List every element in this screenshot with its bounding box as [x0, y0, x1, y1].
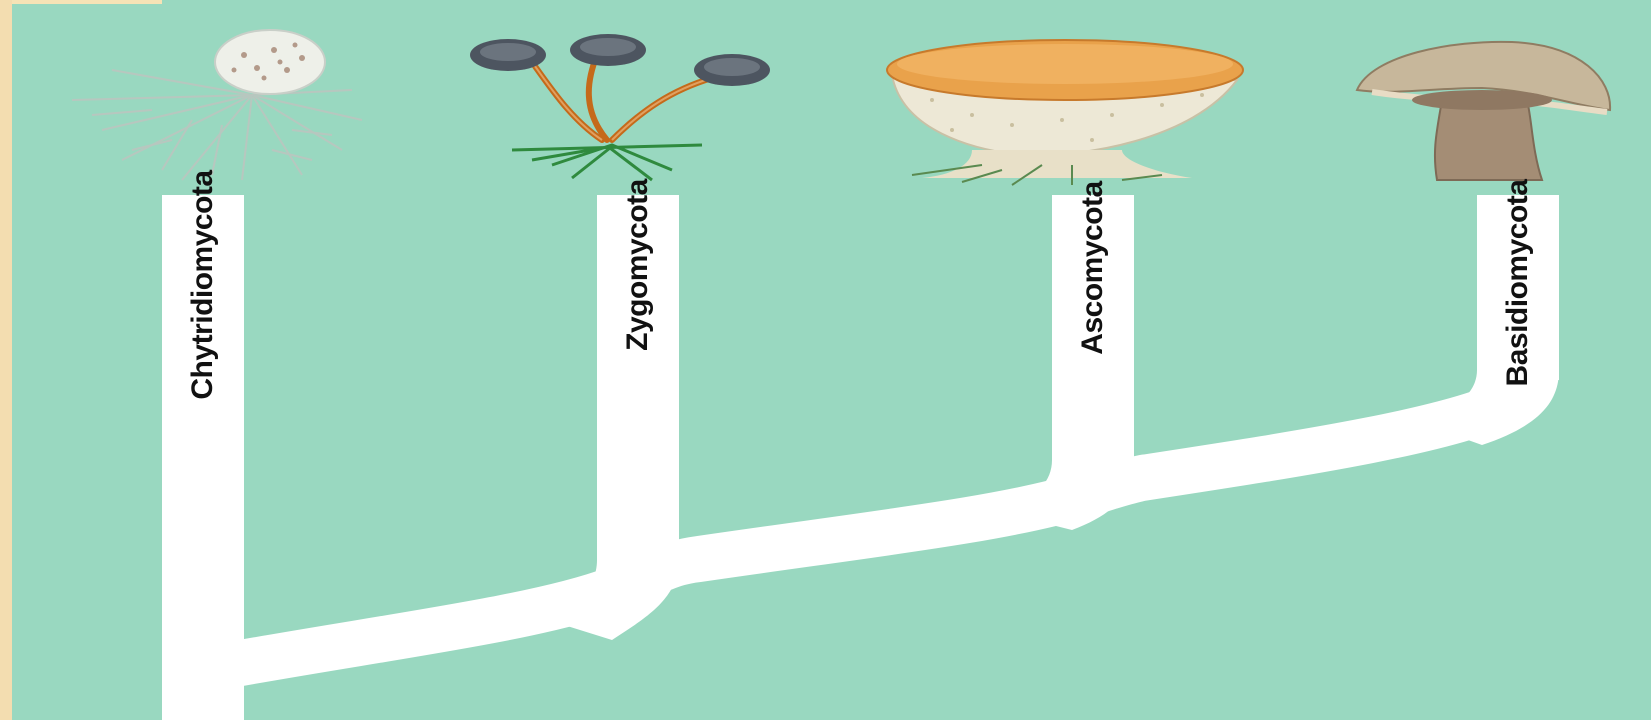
taxon-label-chytridiomycota: Chytridiomycota — [186, 170, 220, 399]
taxon-label-ascomycota: Ascomycota — [1076, 181, 1110, 354]
tree-branches — [12, 0, 1651, 720]
cup-fungus-illustration — [887, 40, 1243, 185]
mushroom-illustration — [1357, 42, 1610, 180]
chytrid-fungus-illustration — [72, 30, 362, 180]
taxon-label-basidiomycota: Basidiomycota — [1501, 180, 1535, 387]
phylogenetic-tree-diagram: Chytridiomycota Zygomycota Ascomycota Ba… — [12, 0, 1651, 720]
taxon-label-zygomycota: Zygomycota — [621, 179, 655, 351]
bread-mold-sporangia-illustration — [470, 34, 770, 180]
